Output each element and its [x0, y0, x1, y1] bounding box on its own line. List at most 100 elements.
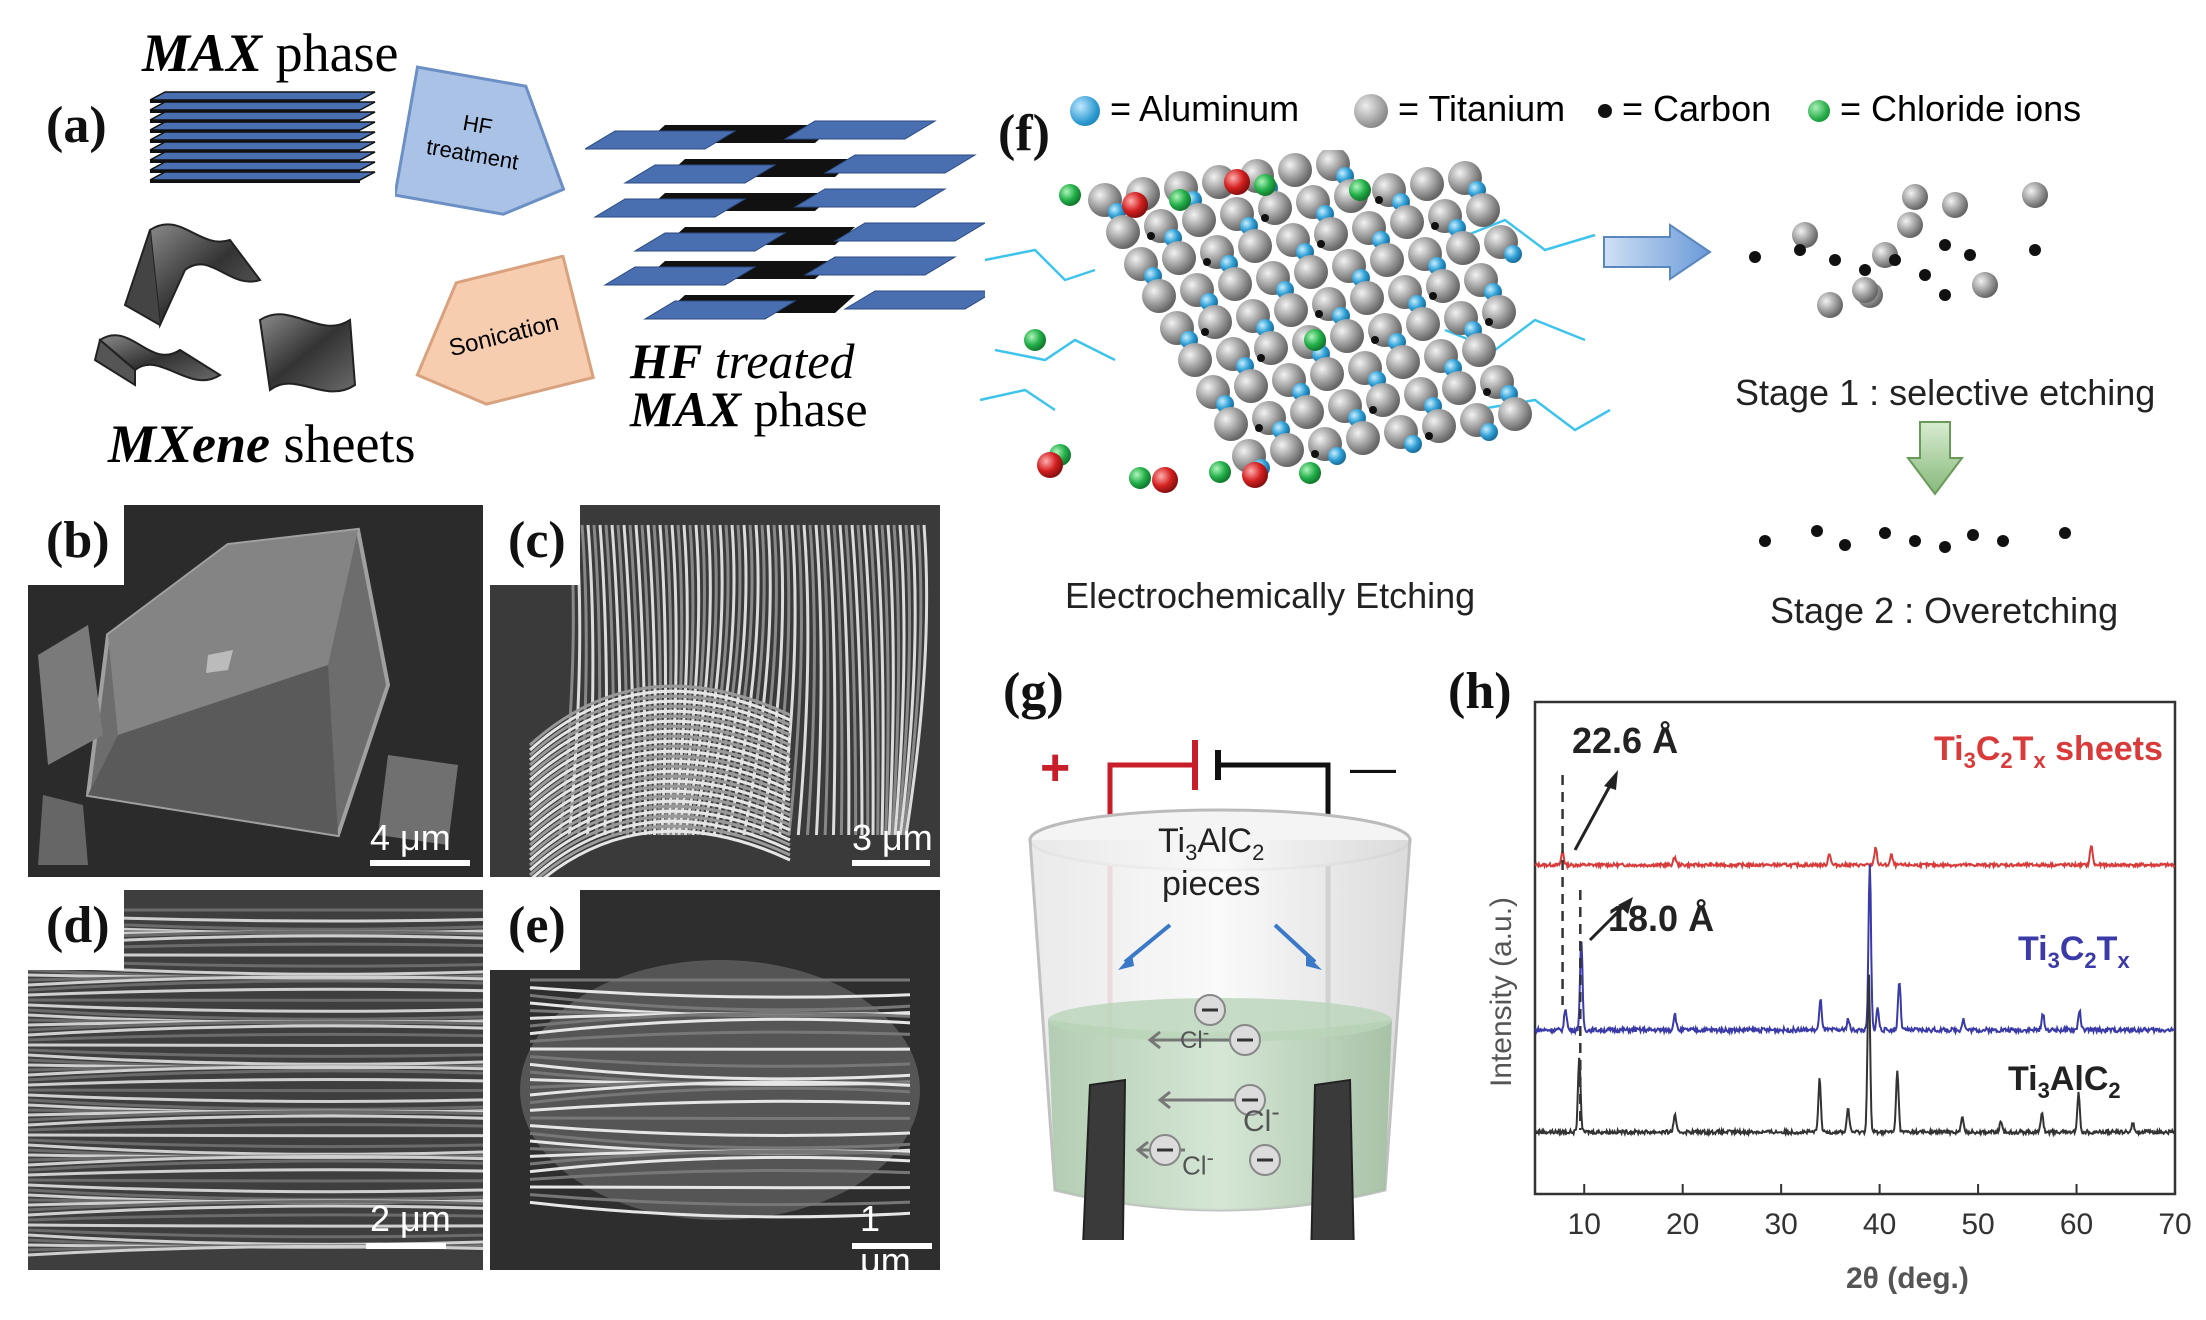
legend-label-aluminum: = Aluminum: [1110, 88, 1300, 129]
titanium-atom: [1972, 272, 1998, 298]
max-layer: [149, 111, 376, 121]
carbon-atom: [1431, 222, 1439, 230]
sem-lamella: [652, 524, 662, 836]
max-layer: [149, 101, 376, 111]
carbon-atom: [1997, 535, 2009, 547]
chloride-ion: [1209, 461, 1231, 483]
sem-lamella: [646, 524, 657, 836]
sem-lamella: [616, 524, 629, 836]
carbon-atom: [1939, 239, 1951, 251]
xrd-x-tick-label: 30: [1764, 1208, 1797, 1241]
electrochemical-cell-illustration: [1028, 740, 1412, 1240]
sem-layer: [529, 1200, 911, 1219]
legend-f: = Aluminum = Titanium = Carbon = Chlorid…: [1070, 88, 2200, 138]
sem-layer: [28, 1183, 483, 1194]
sem-layer: [529, 1193, 911, 1207]
sem-layer: [28, 1048, 483, 1058]
ti3alc2-pieces-label: Ti3AlC2 pieces: [1158, 822, 1264, 904]
sheets-c: C: [1975, 730, 2001, 768]
titanium-atom: [1290, 395, 1324, 429]
sem-lamella: [904, 524, 929, 836]
titanium-atom: [1897, 212, 1923, 238]
cl-3-text: Cl: [1182, 1150, 1207, 1181]
sem-lamella-curved: [528, 709, 791, 772]
max-layer: [149, 121, 376, 131]
xrd-plot-frame: [1533, 700, 2177, 1196]
carbon-atom: [2059, 527, 2071, 539]
hf-blue-sheet: [793, 188, 947, 208]
pieces-word: pieces: [1162, 865, 1261, 904]
sem-lamella-curved: [528, 729, 791, 792]
carbon-atom: [1261, 214, 1269, 222]
titanium-atom: [1274, 293, 1308, 327]
titanium-atom: [1370, 243, 1404, 277]
sem-lamella-curved: [528, 769, 791, 832]
carbon-atom: [1939, 289, 1951, 301]
max-phase-italic: MAX: [142, 23, 263, 83]
water-molecule: [1242, 462, 1268, 488]
carbon-atom: [1317, 240, 1325, 248]
sem-layer: [28, 1053, 483, 1066]
max-layer: [149, 171, 376, 181]
cl-2-sup: -: [1271, 1098, 1280, 1126]
xrd-series-line: [1534, 864, 2175, 1037]
hf-blue-sheet: [823, 154, 977, 174]
sem-layer: [28, 1123, 483, 1132]
legend-item-carbon: = Carbon: [1598, 88, 1771, 130]
sem-layer: [28, 987, 483, 997]
sem-layer: [28, 1065, 483, 1077]
xrd-series-line: [1534, 845, 2176, 871]
mxene-t: T: [2096, 930, 2118, 968]
titanium-atom: [1214, 407, 1248, 441]
scale-bar-c: [852, 860, 930, 866]
max-s1: 3: [2037, 1077, 2050, 1103]
water-molecule: [1122, 192, 1148, 218]
sem-lamella-curved: [528, 684, 791, 747]
sem-layer: [529, 1124, 911, 1137]
mxene-italic: MXene: [108, 414, 270, 474]
chloride-ion: [1349, 179, 1371, 201]
panel-a: (a) MAX phase HF treatment HF treated MA…: [0, 0, 985, 480]
sem-layer: [28, 1159, 483, 1172]
sheets-t: T: [2012, 730, 2034, 768]
sem-lamella: [886, 524, 895, 836]
sem-layer: [28, 1133, 483, 1138]
carbon-atom: [1203, 258, 1211, 266]
sem-lamella-curved: [543, 829, 791, 877]
hf-treated-bold: HF: [630, 333, 703, 389]
max-phase-title: MAX phase: [142, 22, 399, 84]
chloride-ion: [1024, 329, 1046, 351]
cl-ion-label-2: Cl-: [1243, 1098, 1280, 1139]
mxene-s1: 3: [2047, 947, 2060, 973]
sem-lamella-curved: [528, 759, 791, 822]
sem-layer: [529, 993, 911, 1012]
max-layer: [149, 161, 376, 171]
sem-layer: [529, 986, 911, 999]
hf-treated-title: HF treated MAX phase: [630, 336, 868, 434]
sem-lamella-curved: [528, 789, 791, 852]
water-molecule: [1037, 452, 1063, 478]
sem-layer: [529, 1149, 911, 1166]
aluminum-atom: [1404, 435, 1422, 453]
sem-layer: [28, 1138, 483, 1149]
carbon-atom: [1201, 328, 1209, 336]
panel-label-c: (c): [490, 505, 580, 585]
cl-ion-label-3: Cl-: [1182, 1145, 1214, 1182]
water-molecule: [1224, 169, 1250, 195]
chloride-ion: [1169, 189, 1191, 211]
hf-treated-phase: phase: [753, 380, 868, 437]
sem-lamella-curved: [528, 764, 791, 827]
carbon-atom: [1147, 232, 1155, 240]
panel-label-d: (d): [28, 890, 124, 970]
max-s2: 2: [2108, 1077, 2121, 1103]
aluminum-atom: [1328, 447, 1346, 465]
sem-lamella-curved: [528, 754, 791, 817]
sem-layer: [28, 1223, 483, 1228]
sem-layer: [28, 1098, 483, 1111]
sem-lamella: [899, 524, 917, 836]
sem-lamella: [832, 524, 844, 836]
max-layer: [149, 141, 376, 151]
sem-lamella-curved: [528, 699, 791, 762]
sem-lamella-curved: [537, 824, 791, 877]
sem-lamella: [663, 524, 673, 836]
